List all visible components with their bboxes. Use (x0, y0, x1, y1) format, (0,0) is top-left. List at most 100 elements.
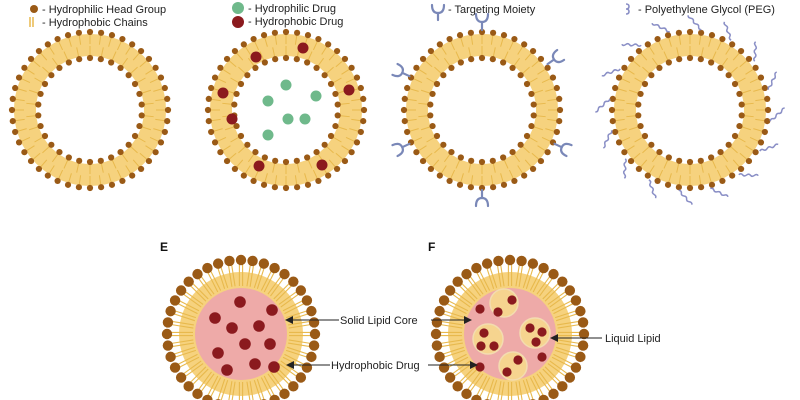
targeting-stem (546, 58, 556, 66)
head-group (288, 276, 299, 287)
chain (335, 152, 344, 160)
chain (455, 51, 461, 60)
head-group (736, 122, 743, 130)
chain (537, 69, 546, 75)
chain (676, 163, 680, 173)
peg-chain (651, 22, 670, 33)
head-group (304, 154, 311, 161)
chain (228, 381, 233, 400)
head-group (509, 148, 516, 156)
head-group (478, 184, 486, 192)
head-group (427, 101, 434, 108)
chain (210, 377, 222, 398)
head-group (612, 84, 619, 92)
hydrophilic-drug (280, 79, 292, 91)
chain (230, 137, 239, 143)
head-group (165, 351, 176, 363)
chain (121, 154, 129, 163)
head-group (260, 32, 268, 39)
head-group (261, 154, 268, 161)
liquid-lipid-droplet (498, 351, 528, 381)
head-group (537, 157, 545, 165)
head-group (457, 59, 464, 66)
head-group (553, 128, 560, 136)
chain (111, 160, 117, 169)
head-group (65, 59, 72, 66)
head-group (309, 328, 321, 340)
targeting-arms (551, 48, 566, 64)
chain (21, 136, 31, 142)
head-group (429, 90, 436, 98)
head-group (334, 101, 341, 108)
chain (249, 381, 254, 400)
chain (628, 126, 638, 131)
head-group (37, 90, 44, 98)
chain (500, 173, 504, 183)
chain (541, 78, 551, 84)
head-group (321, 72, 328, 79)
hydrophilic-heads (608, 28, 772, 192)
hydrophilic-drug (282, 113, 294, 125)
chain (536, 276, 551, 295)
chain (227, 265, 233, 287)
head-group (233, 90, 240, 98)
head-group (357, 84, 364, 92)
chain (153, 128, 163, 132)
chain (443, 349, 466, 358)
targeting-moiety-icon (474, 188, 490, 208)
head-group (537, 55, 545, 63)
chain (753, 128, 763, 132)
peg-icon (648, 179, 657, 199)
head-group (745, 55, 753, 63)
head-group (360, 118, 367, 125)
chain (108, 37, 112, 47)
chain (742, 89, 752, 94)
chain (222, 102, 232, 105)
head-group (608, 106, 616, 114)
head-group (315, 35, 322, 43)
head-group (511, 35, 518, 43)
hydrophilic-heads (400, 28, 564, 192)
chain (49, 46, 55, 55)
head-group (656, 148, 663, 156)
peg-chain (723, 21, 732, 41)
chain (32, 152, 41, 160)
peg-chain (738, 173, 759, 178)
head-group (86, 54, 94, 62)
chain (418, 102, 428, 105)
chain (557, 320, 579, 326)
chain (553, 303, 574, 315)
head-group (164, 106, 172, 114)
head-group (205, 95, 212, 102)
chain (663, 160, 669, 169)
head-group (75, 29, 82, 36)
head-group (175, 372, 187, 383)
chain (468, 163, 472, 173)
chain (737, 137, 746, 143)
chain (272, 47, 276, 57)
head-group (360, 106, 368, 114)
head-group (635, 112, 642, 119)
chain (125, 165, 131, 174)
head-group (641, 132, 649, 140)
head-group (648, 141, 655, 148)
hydrophobic-drug (226, 322, 238, 334)
head-group (404, 84, 411, 92)
peg-chain (687, 15, 702, 31)
head-group (438, 295, 450, 306)
chain (270, 371, 284, 391)
head-group (294, 184, 301, 191)
head-group (548, 268, 559, 280)
head-group (279, 388, 290, 400)
head-group (282, 28, 290, 36)
head-group (108, 32, 116, 39)
head-group (119, 35, 126, 43)
head-group (717, 148, 724, 156)
chain (137, 137, 146, 143)
chain (489, 266, 498, 289)
chain (513, 154, 521, 163)
head-group (676, 157, 683, 164)
head-group (332, 90, 339, 98)
chain (522, 146, 530, 154)
chain (441, 320, 463, 326)
